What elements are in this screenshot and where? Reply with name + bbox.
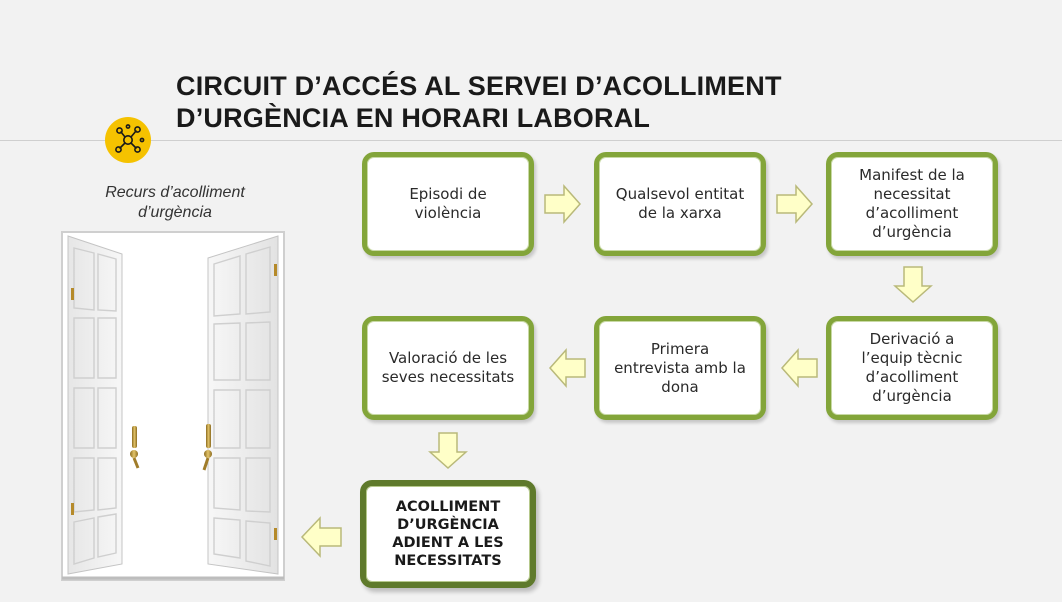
step-text-line: seves necessitats xyxy=(381,368,515,386)
step-text-line: Manifest de la xyxy=(859,166,965,184)
step-entitat: Qualsevol entitat de la xarxa xyxy=(594,152,766,256)
step-text-line: ADIENT A LES xyxy=(392,535,504,551)
step-text-line: D’URGÈNCIA xyxy=(397,517,499,533)
step-derivacio: Derivació a l’equip tècnic d’acolliment … xyxy=(826,316,998,420)
arrow-right-icon xyxy=(544,184,582,224)
door-caption: Recurs d’acolliment d’urgència xyxy=(80,183,270,223)
arrow-left-icon xyxy=(548,348,586,388)
step-text-line: d’urgència xyxy=(872,223,952,241)
title-line-2: D’URGÈNCIA EN HORARI LABORAL xyxy=(176,103,651,133)
step-text-line: d’acolliment xyxy=(865,368,959,386)
arrow-left-icon xyxy=(780,348,818,388)
arrow-down-icon xyxy=(428,432,468,470)
step-manifest: Manifest de la necessitat d’acolliment d… xyxy=(826,152,998,256)
step-text-line: violència xyxy=(414,204,482,222)
open-double-door-image xyxy=(61,231,285,581)
step-text-line: Episodi de xyxy=(409,185,487,203)
step-text-line: de la xarxa xyxy=(638,204,722,222)
step-text-line: Valoració de les xyxy=(388,349,508,367)
step-text-line: NECESSITATS xyxy=(394,553,502,569)
step-text-line: l’equip tècnic xyxy=(861,349,963,367)
slide-title: CIRCUIT D’ACCÉS AL SERVEI D’ACOLLIMENT D… xyxy=(176,70,936,134)
step-text-line: dona xyxy=(661,377,699,396)
title-line-1: CIRCUIT D’ACCÉS AL SERVEI D’ACOLLIMENT xyxy=(176,71,782,101)
step-text-line: entrevista amb la xyxy=(614,358,746,377)
step-episodi: Episodi de violència xyxy=(362,152,534,256)
step-text-line: Derivació a xyxy=(869,330,955,348)
step-valoracio: Valoració de les seves necessitats xyxy=(362,316,534,420)
caption-line-1: Recurs d’acolliment xyxy=(105,184,245,201)
caption-line-2: d’urgència xyxy=(138,204,212,221)
step-entrevista: Primera entrevista amb la dona xyxy=(594,316,766,420)
step-text-line: d’urgència xyxy=(872,387,952,405)
arrow-down-icon xyxy=(893,266,933,304)
step-text-line: ACOLLIMENT xyxy=(395,499,501,515)
arrow-left-icon xyxy=(300,516,342,558)
step-text-line: necessitat xyxy=(873,185,951,203)
step-text-line: Qualsevol entitat xyxy=(615,185,745,203)
title-divider xyxy=(0,140,1062,141)
step-text-line: Primera xyxy=(650,339,710,358)
step-text-line: d’acolliment xyxy=(865,204,959,222)
arrow-right-icon xyxy=(776,184,814,224)
step-final: ACOLLIMENT D’URGÈNCIA ADIENT A LES NECES… xyxy=(360,480,536,588)
network-hub-icon xyxy=(105,117,151,163)
